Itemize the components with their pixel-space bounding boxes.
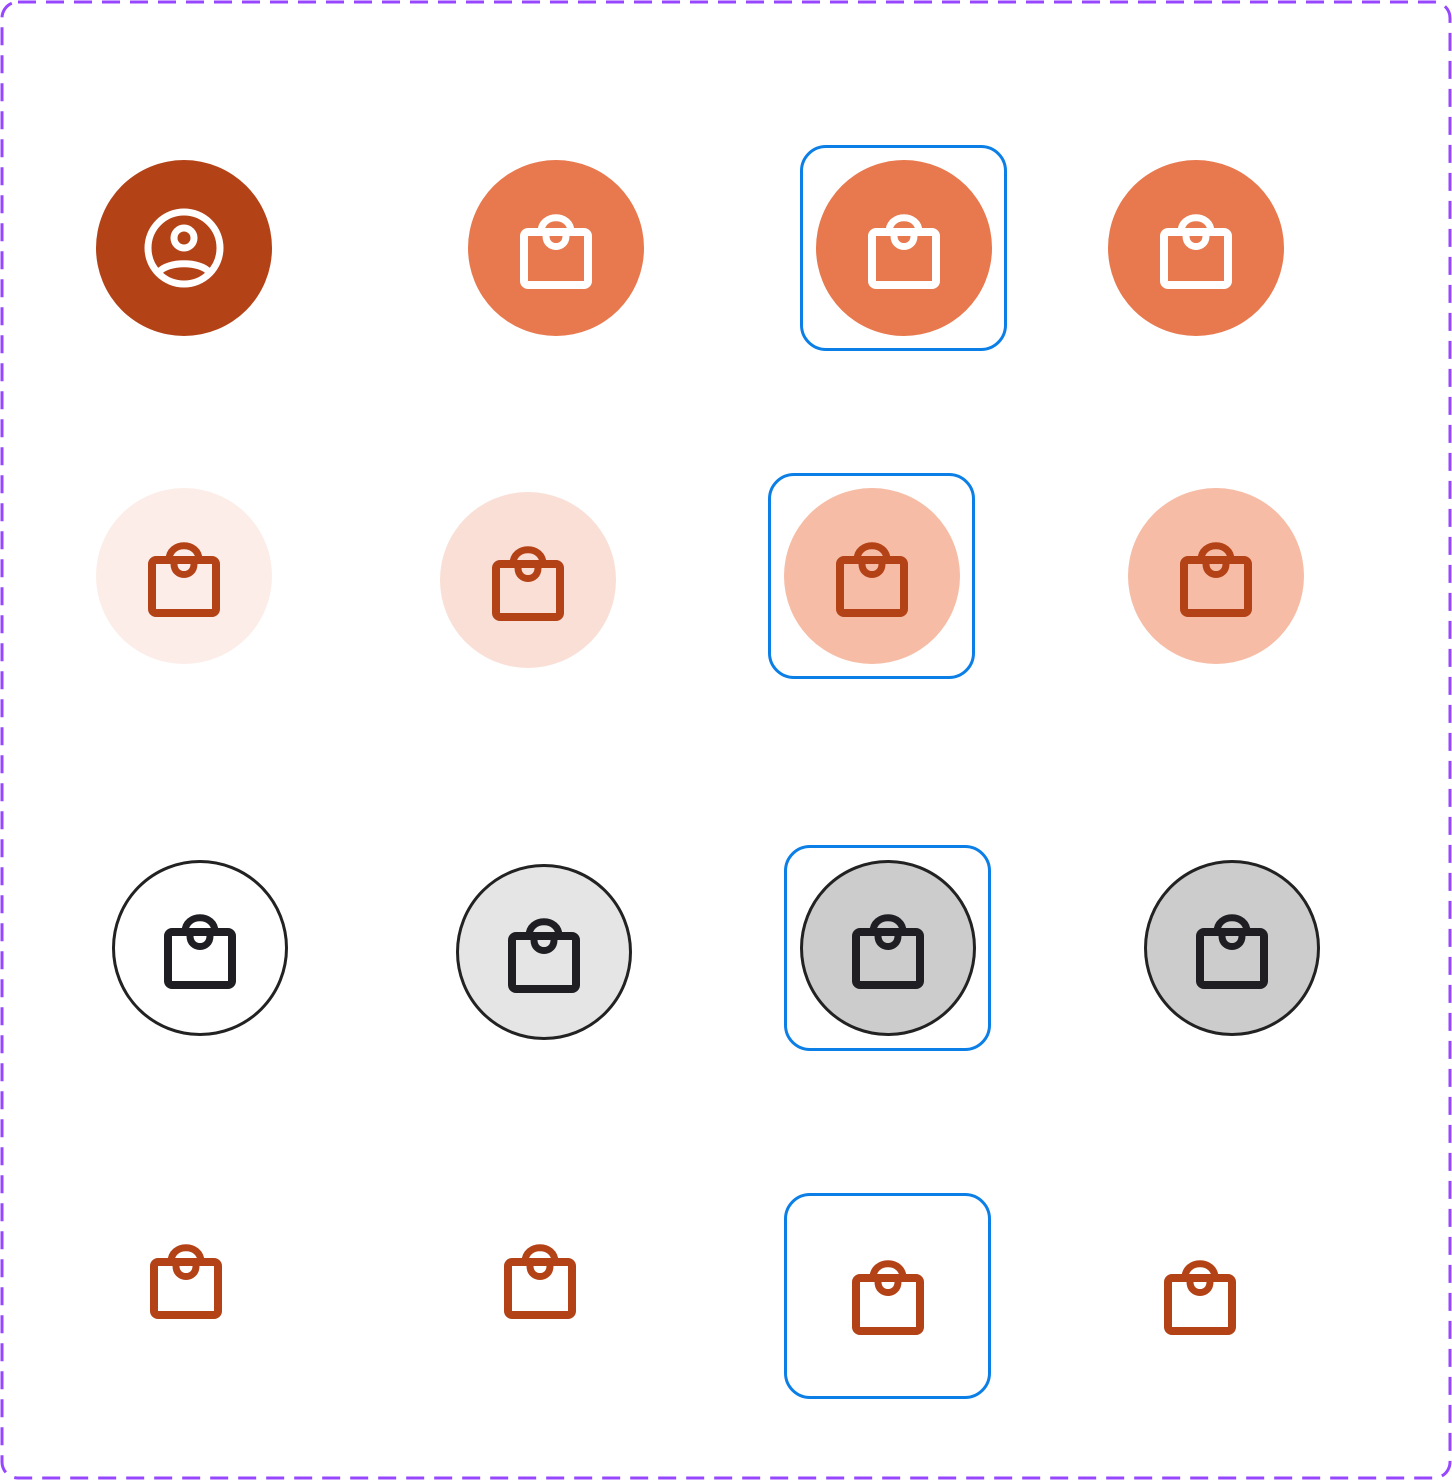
icon-button-solid-focus[interactable] xyxy=(816,160,992,336)
shopping-bag-icon xyxy=(520,214,592,289)
shopping-bag-icon xyxy=(868,214,940,289)
shopping-bag-icon xyxy=(836,542,908,617)
icon-button-soft-active[interactable] xyxy=(1128,488,1304,664)
icon-button-solid-hover[interactable] xyxy=(468,160,644,336)
shopping-bag-icon xyxy=(164,914,236,989)
icon-button-outline-focus[interactable] xyxy=(800,860,976,1036)
shopping-bag-icon xyxy=(852,1260,924,1335)
icon-button-soft-default[interactable] xyxy=(96,488,272,664)
icon-button-ghost-hover[interactable] xyxy=(484,1222,596,1334)
user-circle-icon xyxy=(144,208,224,288)
shopping-bag-icon xyxy=(852,914,924,989)
icon-button-ghost-active[interactable] xyxy=(1144,1238,1256,1350)
icon-button-outline-default[interactable] xyxy=(112,860,288,1036)
icon-button-soft-hover[interactable] xyxy=(440,492,616,668)
shopping-bag-icon xyxy=(150,1244,222,1319)
icon-button-outline-active[interactable] xyxy=(1144,860,1320,1036)
shopping-bag-icon xyxy=(148,542,220,617)
shopping-bag-icon xyxy=(1164,1260,1236,1335)
shopping-bag-icon xyxy=(504,1244,576,1319)
icon-button-ghost-focus[interactable] xyxy=(832,1238,944,1350)
focus-ring xyxy=(784,1193,991,1399)
shopping-bag-icon xyxy=(1196,914,1268,989)
icon-button-soft-focus[interactable] xyxy=(784,488,960,664)
shopping-bag-icon xyxy=(1160,214,1232,289)
focus-ring xyxy=(800,145,1007,351)
icon-button-outline-hover[interactable] xyxy=(456,864,632,1040)
shopping-bag-icon xyxy=(508,918,580,993)
focus-ring xyxy=(768,473,975,679)
shopping-bag-icon xyxy=(492,546,564,621)
icon-button-solid-active[interactable] xyxy=(1108,160,1284,336)
icon-button-solid-default[interactable] xyxy=(96,160,272,336)
shopping-bag-icon xyxy=(1180,542,1252,617)
icon-button-ghost-default[interactable] xyxy=(130,1222,242,1334)
focus-ring xyxy=(784,845,991,1051)
